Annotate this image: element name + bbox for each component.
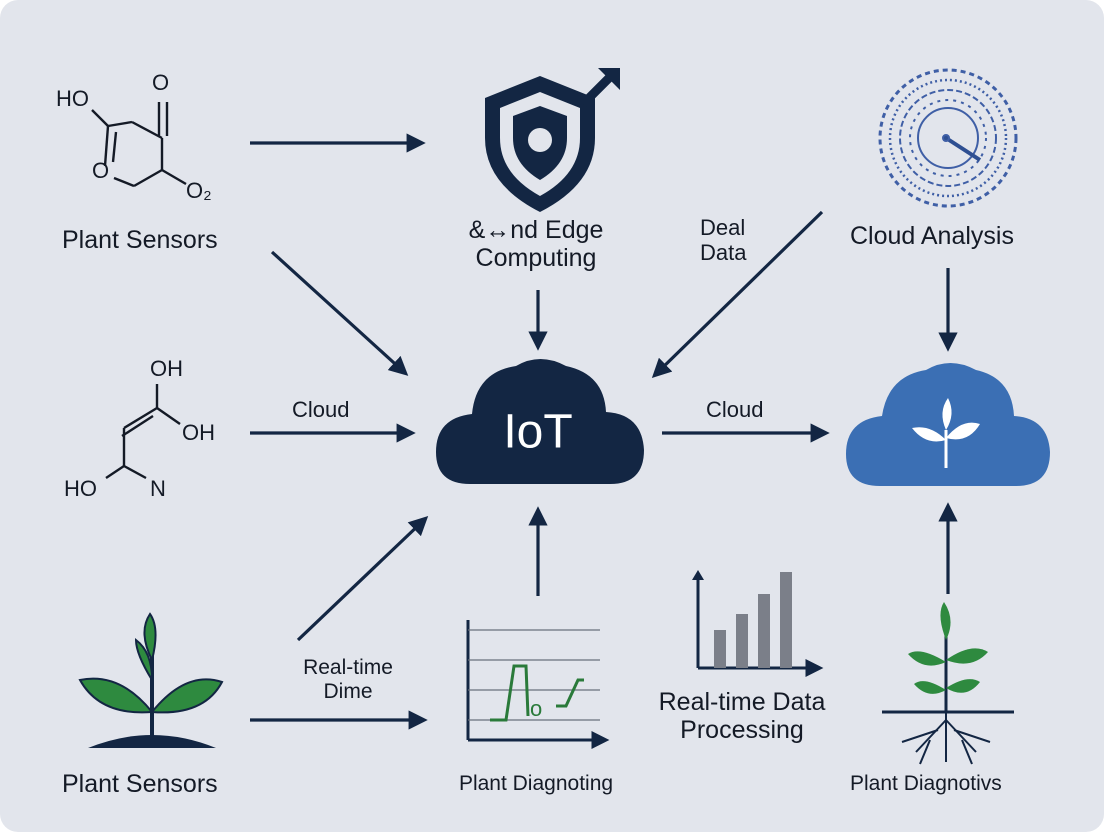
- clock-icon: [878, 68, 1018, 208]
- plant-icon: [78, 612, 224, 748]
- chem-o-ring: O: [92, 158, 110, 183]
- bar-chart-icon: [692, 570, 824, 677]
- label-realtime-processing: Real-time Data Processing: [658, 688, 826, 744]
- shield-arrow-icon: [485, 68, 620, 212]
- label-plant-sensors-bottom: Plant Sensors: [62, 770, 218, 798]
- sprout-icon: [912, 398, 980, 468]
- molecule-icon: [91, 102, 187, 188]
- label-plant-diagnotivs: Plant Diagnotivs: [850, 772, 1002, 795]
- cloud-icon: [846, 363, 1050, 486]
- chem-o2: O₂: [186, 178, 212, 203]
- chem-ho-bottom: HO: [64, 476, 97, 501]
- plant-roots-icon: [882, 602, 1014, 765]
- iot-cloud-icon: [436, 359, 644, 484]
- arrow-plant-to-iot: [296, 516, 429, 642]
- chem-ho: HO: [56, 86, 89, 111]
- edge-label-realtime-dime: Real-time Dime: [303, 656, 393, 703]
- arrows: [250, 133, 958, 730]
- chem-n: N: [150, 476, 166, 501]
- chem-o-ketone: O: [152, 70, 170, 95]
- chem-oh-top: OH: [150, 356, 183, 381]
- arrow-sensors-to-iot: [270, 250, 409, 376]
- signal-chart-icon: [466, 620, 610, 749]
- signal-chart-glyph: o: [530, 696, 543, 721]
- molecule-icon-mid: [105, 384, 181, 480]
- edge-label-deal-data: Deal Data: [700, 215, 747, 265]
- iot-label: IoT: [503, 405, 573, 459]
- label-plant-sensors-top: Plant Sensors: [62, 226, 218, 254]
- label-edge-computing: &↔nd Edge Computing: [468, 216, 604, 272]
- edge-label-cloud-left: Cloud: [292, 397, 350, 422]
- chem-oh-right: OH: [182, 420, 215, 445]
- edge-label-cloud-right: Cloud: [706, 397, 764, 422]
- label-cloud-analysis: Cloud Analysis: [850, 222, 1014, 250]
- label-plant-diagnoting: Plant Diagnoting: [458, 772, 614, 795]
- arrow-deal-data-to-iot: [651, 210, 824, 379]
